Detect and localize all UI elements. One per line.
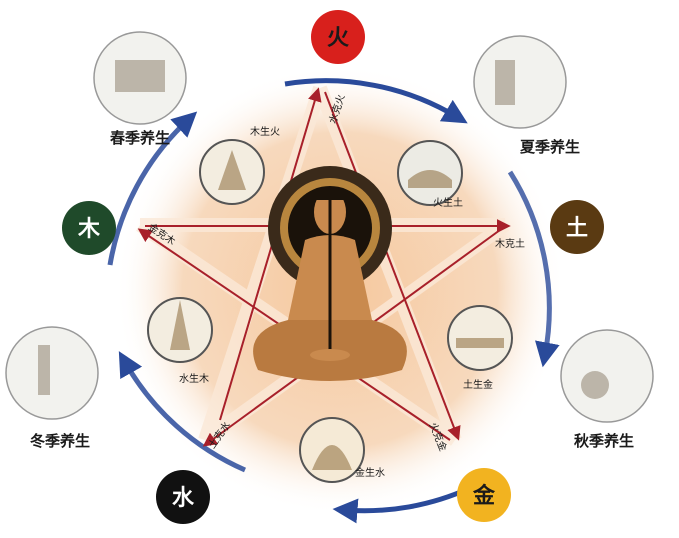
arrow-fire-to-summer	[284, 78, 468, 124]
season-pictures	[5, 31, 654, 423]
element-discs	[62, 10, 604, 524]
element-labels: 火 土 金 水 木	[77, 26, 588, 511]
element-earth	[550, 200, 604, 254]
water-generates-wood: 水生木	[179, 372, 209, 385]
element-fire-label: 火	[327, 26, 349, 51]
arrow-water-controls-fire	[219, 87, 322, 421]
arrow-fire-controls-metal	[324, 91, 461, 441]
autumn-picture	[560, 329, 654, 423]
element-metal-label: 金	[472, 483, 496, 509]
winter-label: 冬季养生	[30, 432, 90, 450]
element-wood-label: 木	[77, 217, 101, 242]
spring-label: 春季养生	[110, 129, 170, 147]
arrow-wood-to-spring	[107, 111, 198, 266]
element-earth-label: 土	[566, 216, 588, 241]
illustration-details	[170, 150, 504, 470]
element-water-label: 水	[172, 486, 195, 511]
earth-generates-metal: 土生金	[463, 378, 493, 391]
metal-generates-water: 金生水	[355, 466, 385, 479]
wood-controls-earth: 木克土	[495, 237, 525, 250]
element-wood	[62, 201, 116, 255]
element-fire	[311, 10, 365, 64]
season-labels: 春季养生 夏季养生 秋季养生 冬季养生	[30, 129, 634, 450]
autumn-label: 秋季养生	[574, 432, 634, 450]
winter-picture	[5, 326, 99, 420]
season-picture-details	[38, 60, 609, 399]
arrow-water-to-winter	[118, 351, 246, 473]
summer-picture	[473, 35, 567, 129]
wood-generates-fire: 木生火	[250, 125, 280, 138]
element-metal	[457, 468, 511, 522]
generating-labels: 木生火 火生土 土生金 金生水 水生木	[179, 125, 493, 479]
meditating-figure	[253, 166, 407, 381]
arrow-summer-to-autumn	[507, 170, 560, 368]
spring-picture	[93, 31, 187, 125]
summer-label: 夏季养生	[519, 138, 580, 156]
fire-generates-earth: 火生土	[433, 196, 463, 209]
element-water	[156, 470, 210, 524]
